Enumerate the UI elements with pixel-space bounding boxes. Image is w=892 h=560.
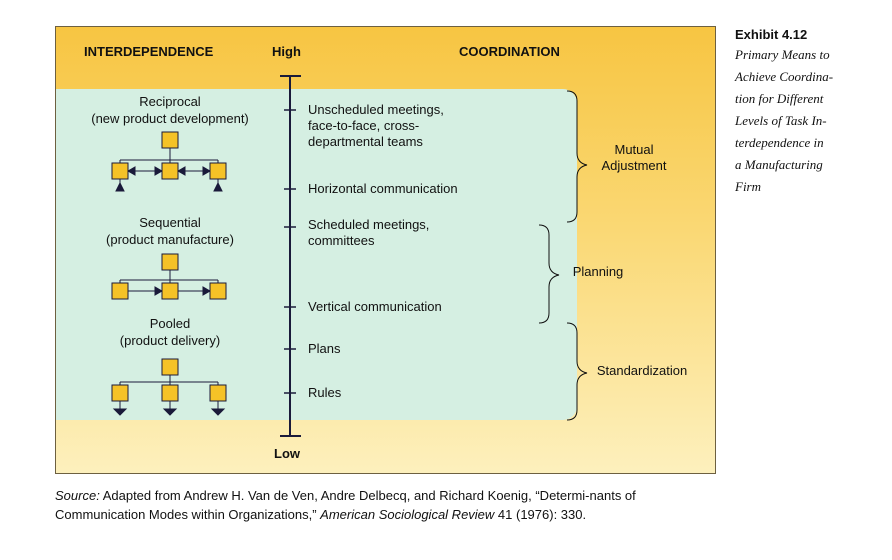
coordination-panel	[56, 89, 577, 420]
pooled-box-left	[111, 384, 129, 402]
brace-standardization	[566, 322, 588, 421]
source-text: Adapted from Andrew H. Van de Ven, Andre…	[55, 488, 636, 522]
reciprocal-box-left	[111, 162, 129, 180]
header-coordination: COORDINATION	[459, 44, 560, 59]
pooled-box-right	[209, 384, 227, 402]
category-planning: Planning	[572, 264, 624, 279]
reciprocal-box-top	[161, 131, 179, 149]
sequential-boxes	[111, 253, 227, 300]
header-low: Low	[274, 446, 300, 461]
reciprocal-box-mid	[161, 162, 179, 180]
category-standardization: Standardization	[596, 363, 688, 378]
brace-mutual-adjustment	[566, 90, 588, 223]
sequential-box-left	[111, 282, 129, 300]
brace-planning	[538, 224, 560, 324]
sequential-diagram	[119, 270, 219, 296]
pooled-diagram	[112, 375, 226, 416]
header-interdependence: INTERDEPENDENCE	[84, 44, 214, 59]
reciprocal-diagram	[115, 148, 223, 192]
label-pooled: Pooled (product delivery)	[119, 316, 221, 348]
pooled-box-mid	[161, 384, 179, 402]
source-prefix: Source:	[55, 488, 100, 503]
label-sequential: Sequential (product manufacture)	[106, 215, 234, 247]
pooled-boxes	[111, 358, 227, 402]
sequential-box-mid	[161, 282, 179, 300]
label-reciprocal: Reciprocal (new product development)	[91, 94, 249, 126]
sequential-box-right	[209, 282, 227, 300]
diagram-figure: INTERDEPENDENCE High COORDINATION Low Re…	[55, 26, 716, 474]
source-journal: American Sociological Review	[320, 507, 495, 522]
reciprocal-box-right	[209, 162, 227, 180]
source-suffix: 41 (1976): 330.	[494, 507, 587, 522]
source-citation: Source: Adapted from Andrew H. Van de Ve…	[55, 486, 715, 524]
coord-item-plans: Plans	[308, 341, 341, 356]
diagram-lines	[111, 75, 588, 437]
sequential-box-top	[161, 253, 179, 271]
pooled-box-top	[161, 358, 179, 376]
coord-item-rules: Rules	[308, 385, 342, 400]
coord-item-scheduled: Scheduled meetings, committees	[308, 217, 430, 248]
coord-item-unscheduled: Unscheduled meetings, face-to-face, cros…	[308, 102, 444, 149]
reciprocal-boxes	[111, 131, 227, 180]
coord-item-horizontal: Horizontal communication	[308, 181, 458, 196]
exhibit-caption: Exhibit 4.12 Primary Means to Achieve Co…	[735, 26, 885, 198]
coord-item-vertical: Vertical communication	[308, 299, 442, 314]
category-mutual-adjustment: Mutual Adjustment	[601, 142, 667, 173]
exhibit-title: Primary Means to Achieve Coordina- tion …	[735, 47, 834, 194]
header-high: High	[272, 44, 301, 59]
exhibit-number: Exhibit 4.12	[735, 27, 808, 42]
